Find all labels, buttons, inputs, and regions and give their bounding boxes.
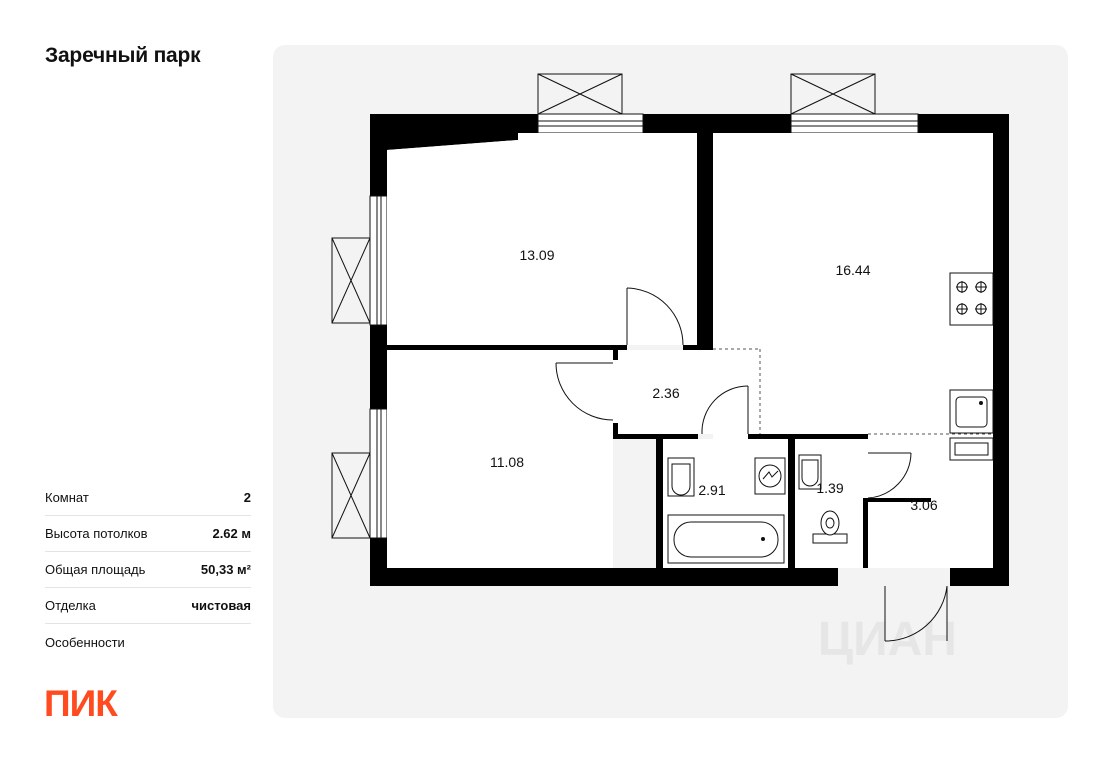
spec-label: Отделка [45,598,96,613]
window-top-left [537,73,644,134]
pik-logo[interactable]: ПИК [44,683,130,724]
kitchen-sink-icon [949,389,994,434]
room-area-label: 3.06 [910,497,937,513]
spec-value: 50,33 м² [200,562,251,577]
room-area-label: 13.09 [519,247,554,263]
page-title: Заречный парк [45,44,201,67]
spec-rooms: Комнат 2 [45,480,251,516]
window-left-upper [331,195,388,326]
washing-machine-icon [754,457,786,495]
room-labels: 13.09 16.44 2.36 11.08 2.91 1.39 3.06 [490,247,938,513]
logo-text: ПИК [44,688,118,718]
bathtub-icon [667,514,785,564]
room-area-label: 16.44 [835,262,870,278]
spec-label: Общая площадь [45,562,146,577]
room-boundaries [713,348,993,435]
pik-logo-mark: ПИК [44,683,119,724]
spec-features[interactable]: Особенности [45,624,251,660]
spec-label: Высота потолков [45,526,148,541]
doors [555,287,948,642]
room-area-label: 2.91 [698,482,725,498]
floor-plan-panel: ЦИАН [273,45,1068,718]
spec-total-area: Общая площадь 50,33 м² [45,552,251,588]
window-left-lower [331,408,388,539]
stove-icon [949,272,994,326]
room-area-label: 11.08 [490,454,524,470]
spec-label: Особенности [45,634,125,650]
room-area-label: 1.39 [816,480,843,496]
fridge-icon [949,437,994,461]
window-top-right [790,73,919,134]
wc-sink-icon [798,454,822,490]
washbasin-icon [667,457,695,497]
spec-ceiling-height: Высота потолков 2.62 м [45,516,251,552]
spec-finish: Отделка чистовая [45,588,251,624]
floor-plan: ЦИАН [331,73,1009,666]
room-area-label: 2.36 [652,385,679,401]
spec-value: 2.62 м [212,526,251,541]
spec-label: Комнат [45,490,89,505]
spec-value: 2 [243,490,251,505]
room-floors [387,133,993,568]
watermark-text: ЦИАН [818,613,957,666]
toilet-icon [812,510,848,544]
apartment-specs: Комнат 2 Высота потолков 2.62 м Общая пл… [45,480,251,660]
spec-value: чистовая [191,598,251,613]
